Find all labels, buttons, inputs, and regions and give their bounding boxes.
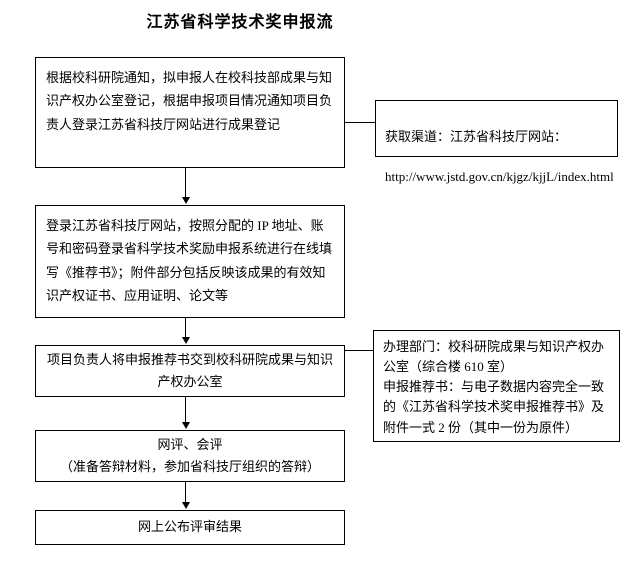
flow-arrow-2 <box>181 318 190 344</box>
access-channel-label: 获取渠道：江苏省科技厅网站： <box>385 129 568 145</box>
flow-arrow-3 <box>181 397 190 429</box>
flow-step-review-defense: 网评、会评 （准备答辩材料，参加省科技厅组织的答辩） <box>35 430 345 482</box>
connector-line-handling-department <box>345 350 373 351</box>
flow-step-result-registration: 根据校科研院通知，拟申报人在校科技部成果与知识产权办公室登记，根据申报项目情况通… <box>35 57 345 168</box>
page-title: 江苏省科学技术奖申报流 <box>146 14 334 31</box>
flow-step-submit-recommendation: 项目负责人将申报推荐书交到校科研院成果与知识产权办公室 <box>35 345 345 397</box>
website-url: http://www.jstd.gov.cn/kjgz/kjjL/index.h… <box>385 169 614 185</box>
flow-step-online-filling: 登录江苏省科技厅网站，按照分配的 IP 地址、账号和密码登录省科学技术奖励申报系… <box>35 205 345 318</box>
side-note-handling-department: 办理部门：校科研院成果与知识产权办公室（综合楼 610 室） 申报推荐书：与电子… <box>373 330 620 442</box>
connector-line-access-channel <box>345 122 375 123</box>
flow-arrow-4 <box>181 482 190 509</box>
side-note-access-channel: 获取渠道：江苏省科技厅网站： http://www.jstd.gov.cn/kj… <box>375 100 618 184</box>
flow-step-publish-results: 网上公布评审结果 <box>35 510 345 545</box>
flow-arrow-1 <box>181 168 190 204</box>
